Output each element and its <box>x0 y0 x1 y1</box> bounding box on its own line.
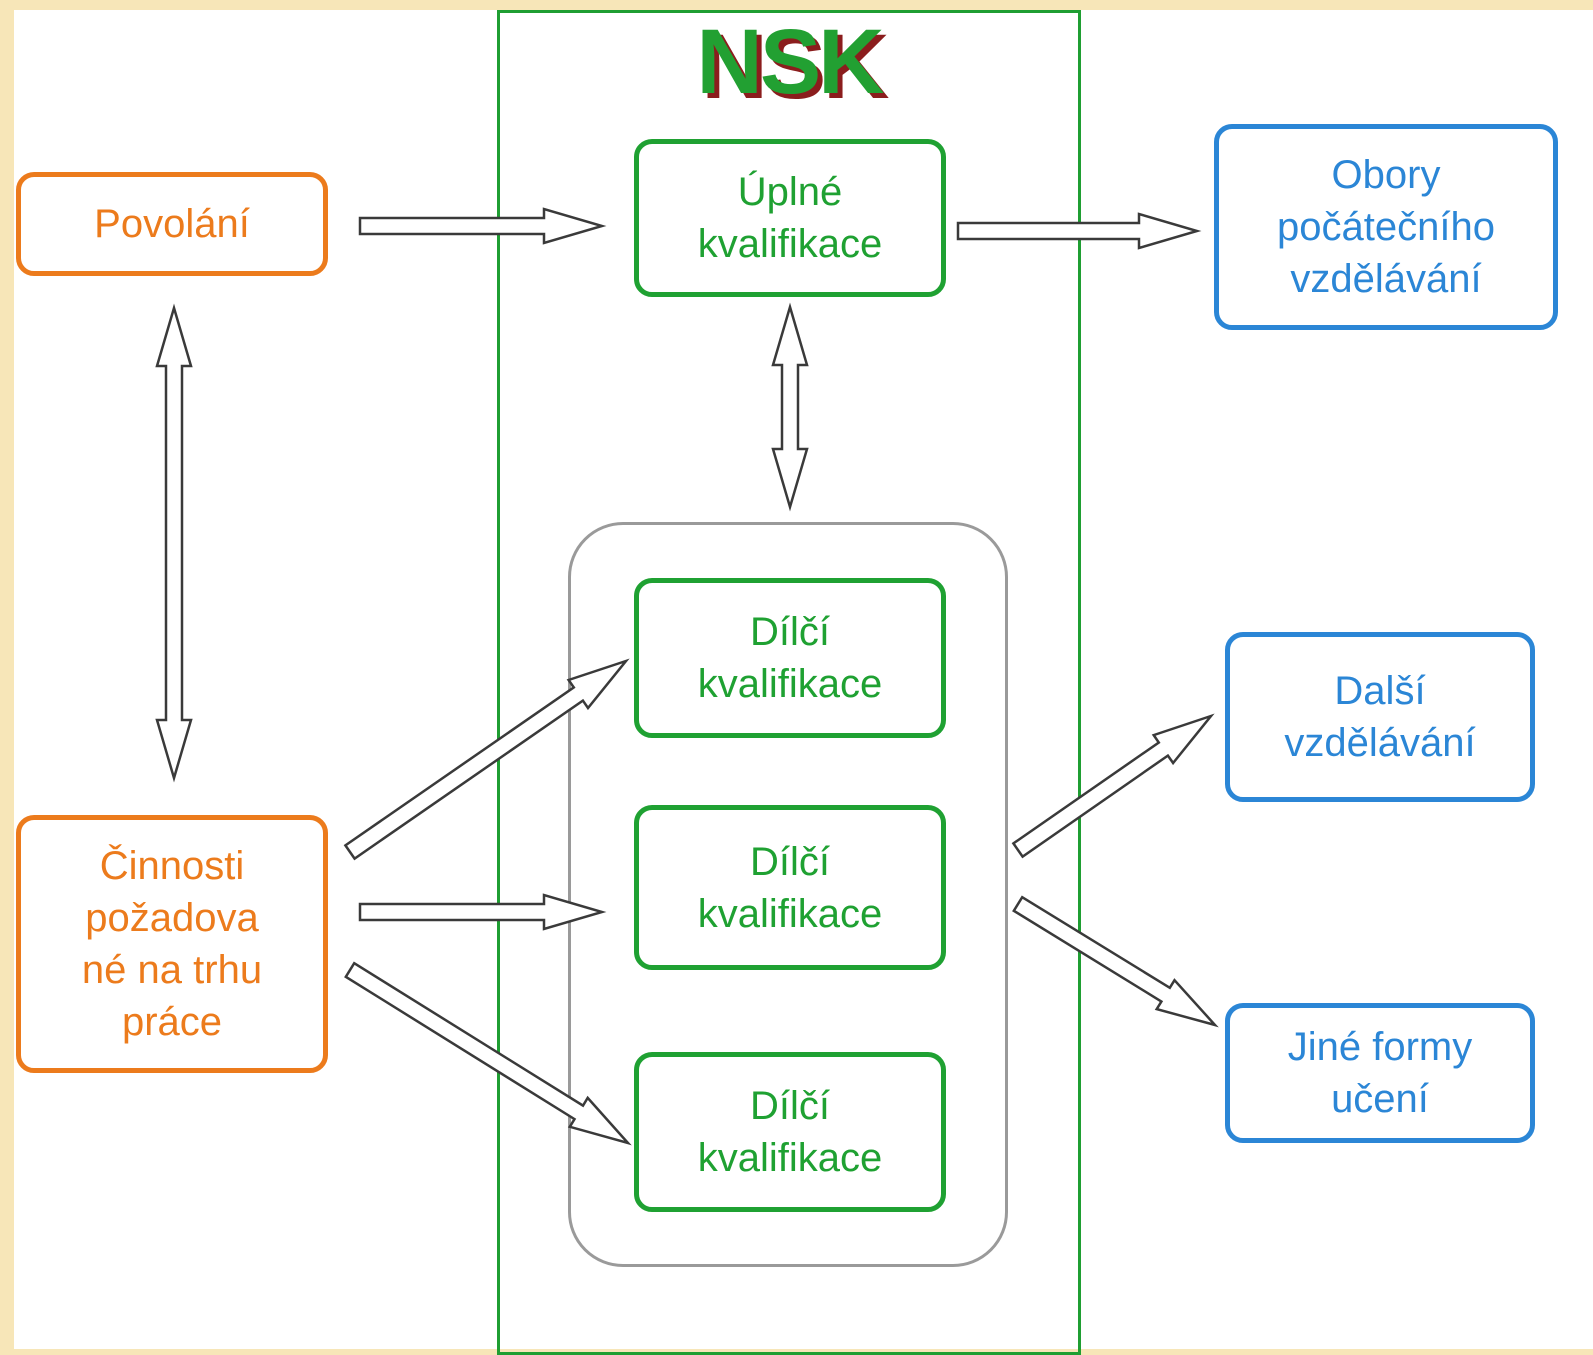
other-learning-line-1: Jiné formy <box>1287 1025 1473 1069</box>
partial-qualification-box-2: Dílčí kvalifikace <box>634 805 946 970</box>
nsk-title: NSK <box>696 11 884 113</box>
partial-qualification-box-3: Dílčí kvalifikace <box>634 1052 946 1212</box>
partial-qualification-3-line-2: kvalifikace <box>697 1136 883 1180</box>
occupations-box: Povolání <box>16 172 328 276</box>
partial-qualification-box-1: Dílčí kvalifikace <box>634 578 946 738</box>
arrow-activities-to-partial-1 <box>343 658 630 861</box>
arrow-occupations-to-full-qualification <box>358 207 607 245</box>
other-learning-line-2: učení <box>1331 1077 1429 1121</box>
partial-qualification-3-line-1: Dílčí <box>750 1084 830 1128</box>
occupations-line-1: Povolání <box>94 202 250 246</box>
activities-line-2: požadova <box>85 896 259 940</box>
partial-qualification-1-line-2: kvalifikace <box>697 662 883 706</box>
arrow-full-partial-bidirectional <box>771 302 809 512</box>
initial-education-line-3: vzdělávání <box>1290 257 1482 301</box>
initial-education-box: Obory počátečního vzdělávání <box>1214 124 1558 330</box>
arrow-activities-to-partial-2 <box>358 893 607 931</box>
partial-qualification-2-line-2: kvalifikace <box>697 891 883 936</box>
full-qualification-line-1: Úplné <box>737 170 843 214</box>
arrow-partial-to-further-education <box>1011 713 1215 859</box>
activities-line-1: Činnosti <box>99 844 245 888</box>
further-education-box: Další vzdělávání <box>1225 632 1535 802</box>
arrow-full-qualification-to-initial-education <box>956 212 1202 250</box>
partial-qualification-1-line-1: Dílčí <box>750 610 830 654</box>
activities-line-3: né na trhu <box>81 948 263 992</box>
initial-education-line-1: Obory <box>1331 153 1441 197</box>
arrow-partial-to-other-learning <box>1012 895 1219 1028</box>
labor-market-activities-box: Činnosti požadova né na trhu práce <box>16 815 328 1073</box>
activities-line-4: práce <box>121 1000 223 1044</box>
further-education-line-1: Další <box>1334 669 1426 713</box>
partial-qualification-2-line-1: Dílčí <box>750 839 830 884</box>
full-qualification-box: Úplné kvalifikace <box>634 139 946 297</box>
initial-education-line-2: počátečního <box>1277 205 1495 249</box>
arrow-activities-to-partial-3 <box>344 961 632 1146</box>
partial-qualifications-group <box>568 522 1008 1267</box>
further-education-line-2: vzdělávání <box>1284 721 1476 765</box>
full-qualification-line-2: kvalifikace <box>697 222 883 266</box>
other-learning-box: Jiné formy učení <box>1225 1003 1535 1143</box>
arrow-occupations-activities-bidirectional <box>155 303 193 783</box>
